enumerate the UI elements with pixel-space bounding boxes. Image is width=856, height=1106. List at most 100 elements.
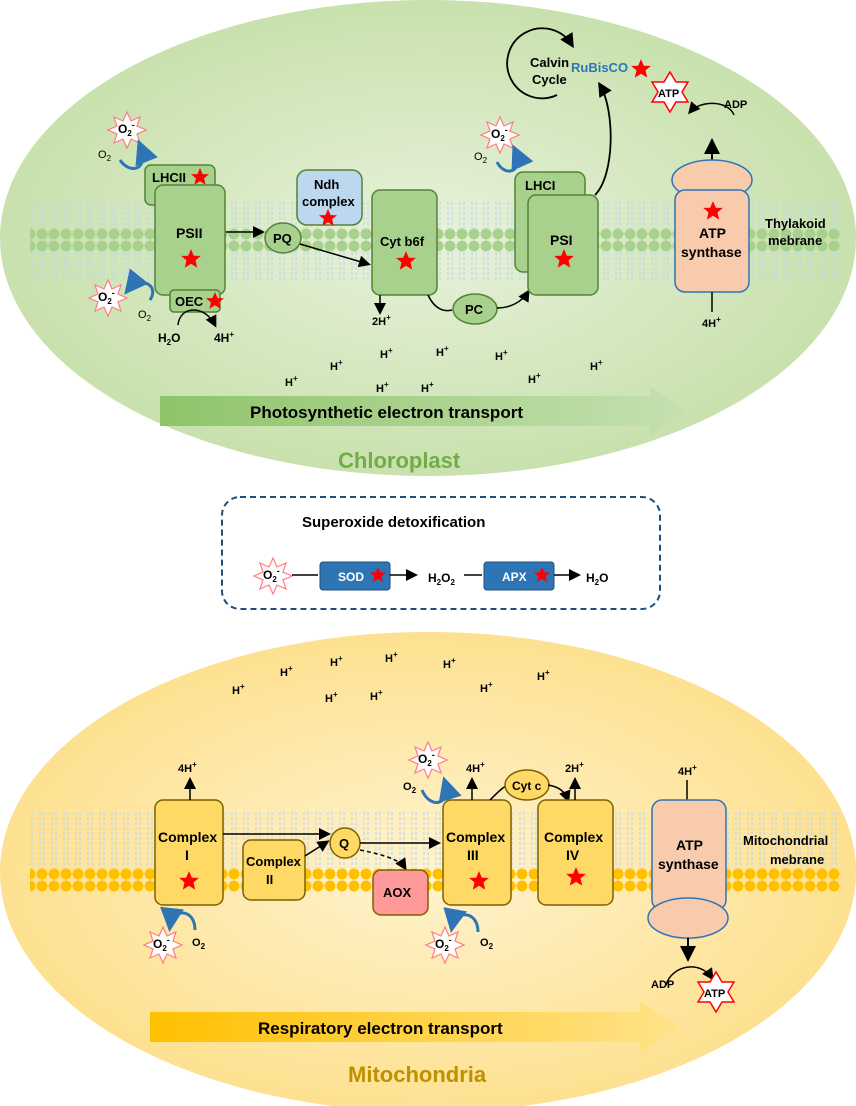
svg-text:H+: H+: [232, 682, 245, 697]
four-h-c3-label: 4H+: [466, 760, 485, 775]
complex-i-box: [154, 799, 224, 906]
superoxide-psii-label: O2-: [118, 120, 135, 138]
two-h-c4-label: 2H+: [565, 760, 584, 775]
svg-text:H+: H+: [537, 668, 550, 683]
atp-mito-label: ATP: [704, 988, 725, 1000]
two-h-chloro-label: 2H+: [372, 313, 391, 328]
superoxide-c1-label: O2-: [153, 935, 170, 953]
atp-synthase-mito-label-2: synthase: [658, 856, 719, 872]
aox-dashed-arrow: [359, 849, 407, 871]
mito-membrane-label-2: mebrane: [770, 852, 824, 867]
complex-iii-box: [442, 799, 512, 906]
pq-label: PQ: [273, 231, 292, 246]
complex-ii-label-1: Complex: [246, 854, 302, 869]
h2o-detox-label: H2O: [586, 571, 608, 587]
electron-arrow: [496, 289, 530, 309]
svg-text:H+: H+: [421, 380, 434, 395]
svg-text:H+: H+: [325, 690, 338, 705]
sod-label: SOD: [338, 570, 364, 584]
photosynthetic-arrow-label: Photosynthetic electron transport: [250, 403, 523, 422]
ros-arrow: [124, 268, 154, 301]
svg-text:H+: H+: [370, 688, 383, 703]
ndh-label-2: complex: [302, 194, 356, 209]
photosynthetic-arrow: [160, 386, 685, 436]
four-h-oec-label: 4H+: [214, 330, 234, 345]
atp-star-icon: [650, 70, 690, 114]
cytb6f-box: [371, 189, 438, 296]
lumen-protons: H+ H+ H+ H+ H+ H+ H+ H+ H+: [285, 344, 603, 395]
svg-text:H+: H+: [285, 374, 298, 389]
superoxide-psi-label: O2-: [491, 125, 508, 143]
svg-text:H+: H+: [330, 358, 343, 373]
svg-text:H+: H+: [528, 371, 541, 386]
psi-label: PSI: [550, 232, 573, 248]
complex-ii-label-2: II: [266, 872, 273, 887]
o2-c3-top-label: O2: [403, 781, 417, 795]
h2o2-label: H2O2: [428, 571, 455, 587]
intermembrane-protons: H+ H+ H+ H+ H+ H+ H+ H+ H+: [232, 650, 550, 705]
complex-ii-box: [242, 839, 306, 901]
aox-box: [372, 869, 429, 916]
psii-label: PSII: [176, 225, 202, 241]
ros-arrow: [160, 906, 197, 932]
respiratory-arrow: [150, 1002, 680, 1052]
adp-to-atp-arrow: [665, 966, 714, 986]
adp-mito-label: ADP: [651, 979, 674, 991]
atp-synthase-mito-head: [647, 897, 729, 939]
electron-arrow: [547, 784, 571, 803]
electron-arrow: [299, 243, 371, 268]
o2-oec-label: O2: [138, 309, 152, 323]
four-h-atp-chloro-label: 4H+: [702, 315, 721, 330]
cytc-label: Cyt c: [512, 779, 542, 793]
mitochondria-title: Mitochondria: [348, 1062, 487, 1087]
o2-psi-label: O2: [474, 151, 488, 165]
ros-arrow: [443, 907, 480, 933]
o2-c1-label: O2: [192, 937, 206, 951]
thylakoid-label-2: mebrane: [768, 233, 822, 248]
detox-title: Superoxide detoxification: [302, 514, 485, 531]
svg-text:H+: H+: [376, 380, 389, 395]
svg-text:H+: H+: [443, 656, 456, 671]
complex-iv-label-1: Complex: [544, 829, 603, 845]
electron-arrow: [427, 294, 453, 312]
svg-text:H+: H+: [480, 680, 493, 695]
svg-text:H+: H+: [436, 344, 449, 359]
electron-arrow: [304, 840, 330, 857]
svg-text:H+: H+: [590, 358, 603, 373]
sod-box: [319, 561, 391, 591]
complex-iii-label-1: Complex: [446, 829, 505, 845]
aox-label: AOX: [383, 885, 412, 900]
svg-text:H+: H+: [385, 650, 398, 665]
adp-to-atp-arrow: [688, 101, 735, 116]
detox-superoxide-label: O2-: [263, 566, 280, 584]
complex-iv-label-2: IV: [566, 847, 580, 863]
complex-iii-label-2: III: [467, 847, 479, 863]
ros-arrow: [118, 139, 158, 170]
oec-label: OEC: [175, 294, 204, 309]
svg-text:H+: H+: [280, 664, 293, 679]
lhcii-label: LHCII: [152, 170, 186, 185]
mito-membrane-label-1: Mitochondrial: [743, 833, 828, 848]
chloroplast-title: Chloroplast: [338, 448, 461, 473]
h2o-label: H2O: [158, 331, 180, 347]
o2-psii-label: O2: [98, 149, 112, 163]
respiratory-arrow-label: Respiratory electron transport: [258, 1019, 503, 1038]
apx-box: [483, 561, 555, 591]
adp-chloro-label: ADP: [724, 99, 747, 111]
pc-label: PC: [465, 302, 484, 317]
ndh-box: [296, 169, 363, 226]
superoxide-oec-label: O2-: [98, 288, 115, 306]
complex-i-label-2: I: [185, 847, 189, 863]
ros-arrow: [495, 144, 534, 173]
superoxide-c3-top-label: O2-: [418, 750, 435, 768]
q-label: Q: [339, 836, 349, 851]
atp-synthase-mito-label-1: ATP: [676, 837, 703, 853]
atp-synthase-label-1: ATP: [699, 225, 726, 241]
apx-label: APX: [502, 570, 527, 584]
thylakoid-label-1: Thylakoid: [765, 216, 826, 231]
four-h-c1-label: 4H+: [178, 760, 197, 775]
calvin-label-1: Calvin: [530, 55, 569, 70]
svg-text:H+: H+: [495, 348, 508, 363]
